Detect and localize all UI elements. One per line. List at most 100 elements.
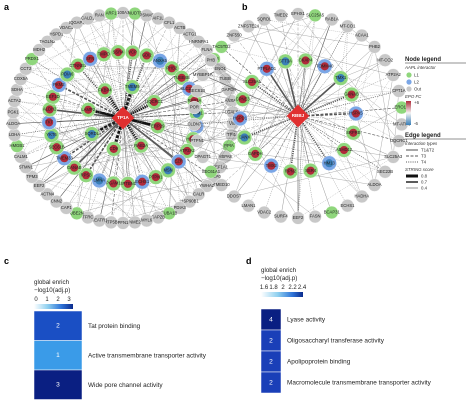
d-term-label: Apolipoprotein binding	[287, 359, 351, 366]
net-b-node: SRPRB	[345, 125, 361, 141]
c-tick: 1	[45, 297, 49, 303]
net-b-edge	[233, 61, 286, 197]
net-a-node-fc	[109, 179, 118, 188]
net-b-node-circle	[355, 189, 369, 204]
net-b-node-label: FASN	[310, 214, 321, 219]
net-b-hub-edge	[297, 115, 394, 158]
net-a-node-label: FKBP4	[98, 87, 112, 92]
net-b-edge	[351, 46, 375, 95]
net-a-node-fc	[151, 173, 160, 182]
net-a-edge	[103, 54, 169, 171]
net-b-hub-edge	[210, 115, 299, 172]
net-a-node-label: MDH2	[33, 47, 46, 52]
net-b-node-label: RPN2	[285, 169, 297, 174]
c-cell	[33, 340, 83, 371]
c-cell	[33, 310, 83, 341]
net-b-edge	[297, 156, 394, 219]
net-a-node-label: MYL6	[141, 218, 153, 223]
net-a-edge	[13, 112, 156, 178]
net-a-nodes: S100A10NUDT5PSMA5AIF1LCFL1ACTBACTG1HNRNP…	[6, 6, 241, 230]
d-tick: 2.2	[288, 285, 297, 291]
net-a-edge	[39, 54, 104, 187]
net-a-node-label: ARF1	[106, 11, 117, 16]
net-a-node-fc	[99, 50, 108, 59]
net-b-node-circle	[355, 28, 369, 43]
net-a-node-circle	[40, 35, 54, 49]
net-b-hub-edge	[297, 115, 375, 186]
net-a-node: PDIA6	[59, 66, 75, 83]
net-b-node: TMX2	[263, 158, 279, 174]
net-b-node: PHB2	[367, 40, 382, 54]
net-b-node-label: RAB1A	[325, 17, 339, 22]
net-b-edge	[194, 90, 399, 125]
net-a-node: HNRNPA1	[189, 35, 209, 49]
net-b-node-label: HADHA	[355, 194, 370, 199]
network-a: S100A10NUDT5PSMA5AIF1LCFL1ACTBACTG1HNRNP…	[6, 6, 241, 230]
net-a-node-label: HEATR1	[91, 218, 108, 223]
net-a-edge	[122, 49, 207, 224]
net-b-hub-edge	[244, 115, 299, 139]
net-a-edge	[169, 28, 180, 214]
net-a-node: PTPN1	[148, 169, 164, 185]
panel-d-title-line1: global enrich	[261, 267, 297, 274]
net-b-node: SEC61B	[189, 84, 205, 98]
net-b-edge	[329, 163, 362, 197]
net-a-node-label: TFRC	[82, 215, 93, 220]
net-b-edge	[343, 149, 363, 197]
net-a-node: SSR4	[110, 44, 126, 60]
net-a-node-label: ERP29	[151, 123, 165, 128]
net-a-hub-edge	[122, 13, 136, 119]
net-a-hub-edge	[122, 117, 215, 178]
net-a-hub-diamond	[111, 106, 135, 130]
l1-label: L1	[414, 73, 419, 78]
net-b-node-circle	[196, 150, 210, 164]
net-b-hub-label: RBBJ	[292, 113, 305, 118]
net-b-node-label: GANAB	[344, 92, 359, 97]
net-a-hub-edge	[16, 117, 124, 147]
net-b-node-fc	[349, 128, 358, 137]
net-a-hub-edge	[13, 112, 124, 119]
net-a-node-label: RPS3	[81, 172, 93, 177]
d-cell-value: 4	[269, 316, 273, 323]
l1-swatch	[406, 72, 412, 78]
net-a-hub-edge	[99, 117, 124, 221]
net-a-node-circle	[162, 16, 176, 30]
net-a-node-circle	[25, 170, 39, 184]
net-b-node-circle	[227, 28, 241, 43]
net-a-node-circle	[19, 62, 33, 76]
net-a-hub-edge	[77, 65, 124, 119]
net-a-hub-edge	[14, 117, 124, 136]
net-a-node: MSN	[160, 162, 176, 178]
net-a-node-label: PPIA	[224, 143, 234, 148]
net-b-node: BCAP31	[324, 205, 340, 220]
net-b-hub-edge	[297, 115, 330, 164]
net-a-node-label: UBE2N	[70, 210, 84, 215]
net-b-edge	[255, 153, 330, 164]
net-b-hub-edge	[221, 46, 299, 117]
net-a-node-label: SQRDL	[85, 131, 100, 136]
panel-c-title-line2: −log10(adj.p)	[34, 287, 70, 294]
net-a-node-label: SSR4	[113, 49, 125, 54]
net-a-node-circle	[49, 194, 64, 209]
net-b-node: TMED2	[274, 8, 289, 22]
net-b-node-circle	[325, 12, 339, 27]
net-b-node-label: PHB2	[369, 44, 381, 49]
net-a-node: HSP90B1	[180, 194, 199, 209]
c-cell-value: 3	[56, 382, 60, 389]
net-b-edge	[353, 74, 394, 133]
net-b-node-label: ALDOA	[367, 182, 381, 187]
net-a-node: SFN	[82, 51, 98, 67]
net-b-hub-edge	[194, 115, 299, 125]
net-a-node: LAMP2	[80, 102, 96, 118]
net-a-node: TAGLN2	[39, 35, 56, 49]
net-b-hub: RBBJ	[286, 104, 310, 128]
net-b-node-circle	[241, 19, 256, 33]
net-b-node-circle	[204, 53, 218, 67]
net-a-hub-edge	[122, 15, 147, 119]
net-a-edge	[13, 112, 114, 184]
d-term-label: Oligosaccharyl transferase activity	[287, 338, 385, 345]
net-a-node-fc	[45, 118, 54, 127]
net-b-node-fc	[301, 56, 310, 65]
